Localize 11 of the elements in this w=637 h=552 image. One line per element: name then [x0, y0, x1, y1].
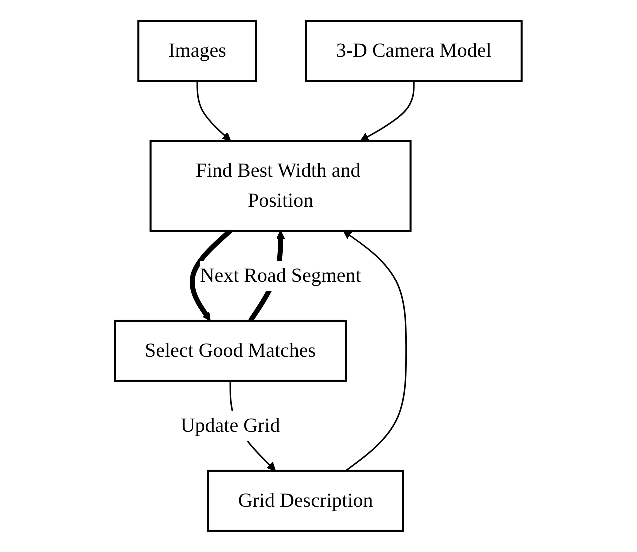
edge-label: Next Road Segment — [200, 264, 362, 287]
node-box: Images — [138, 20, 258, 82]
arrow — [196, 81, 232, 142]
arrow — [343, 230, 408, 472]
node-box: 3-D Camera Model — [305, 20, 523, 82]
node-box: Select Good Matches — [114, 320, 348, 382]
node-box: Grid Description — [207, 470, 404, 532]
arrow — [190, 229, 232, 322]
node-box: Find Best Width and Position — [150, 140, 412, 232]
edge-label: Update Grid — [180, 414, 280, 437]
arrow — [360, 81, 415, 142]
